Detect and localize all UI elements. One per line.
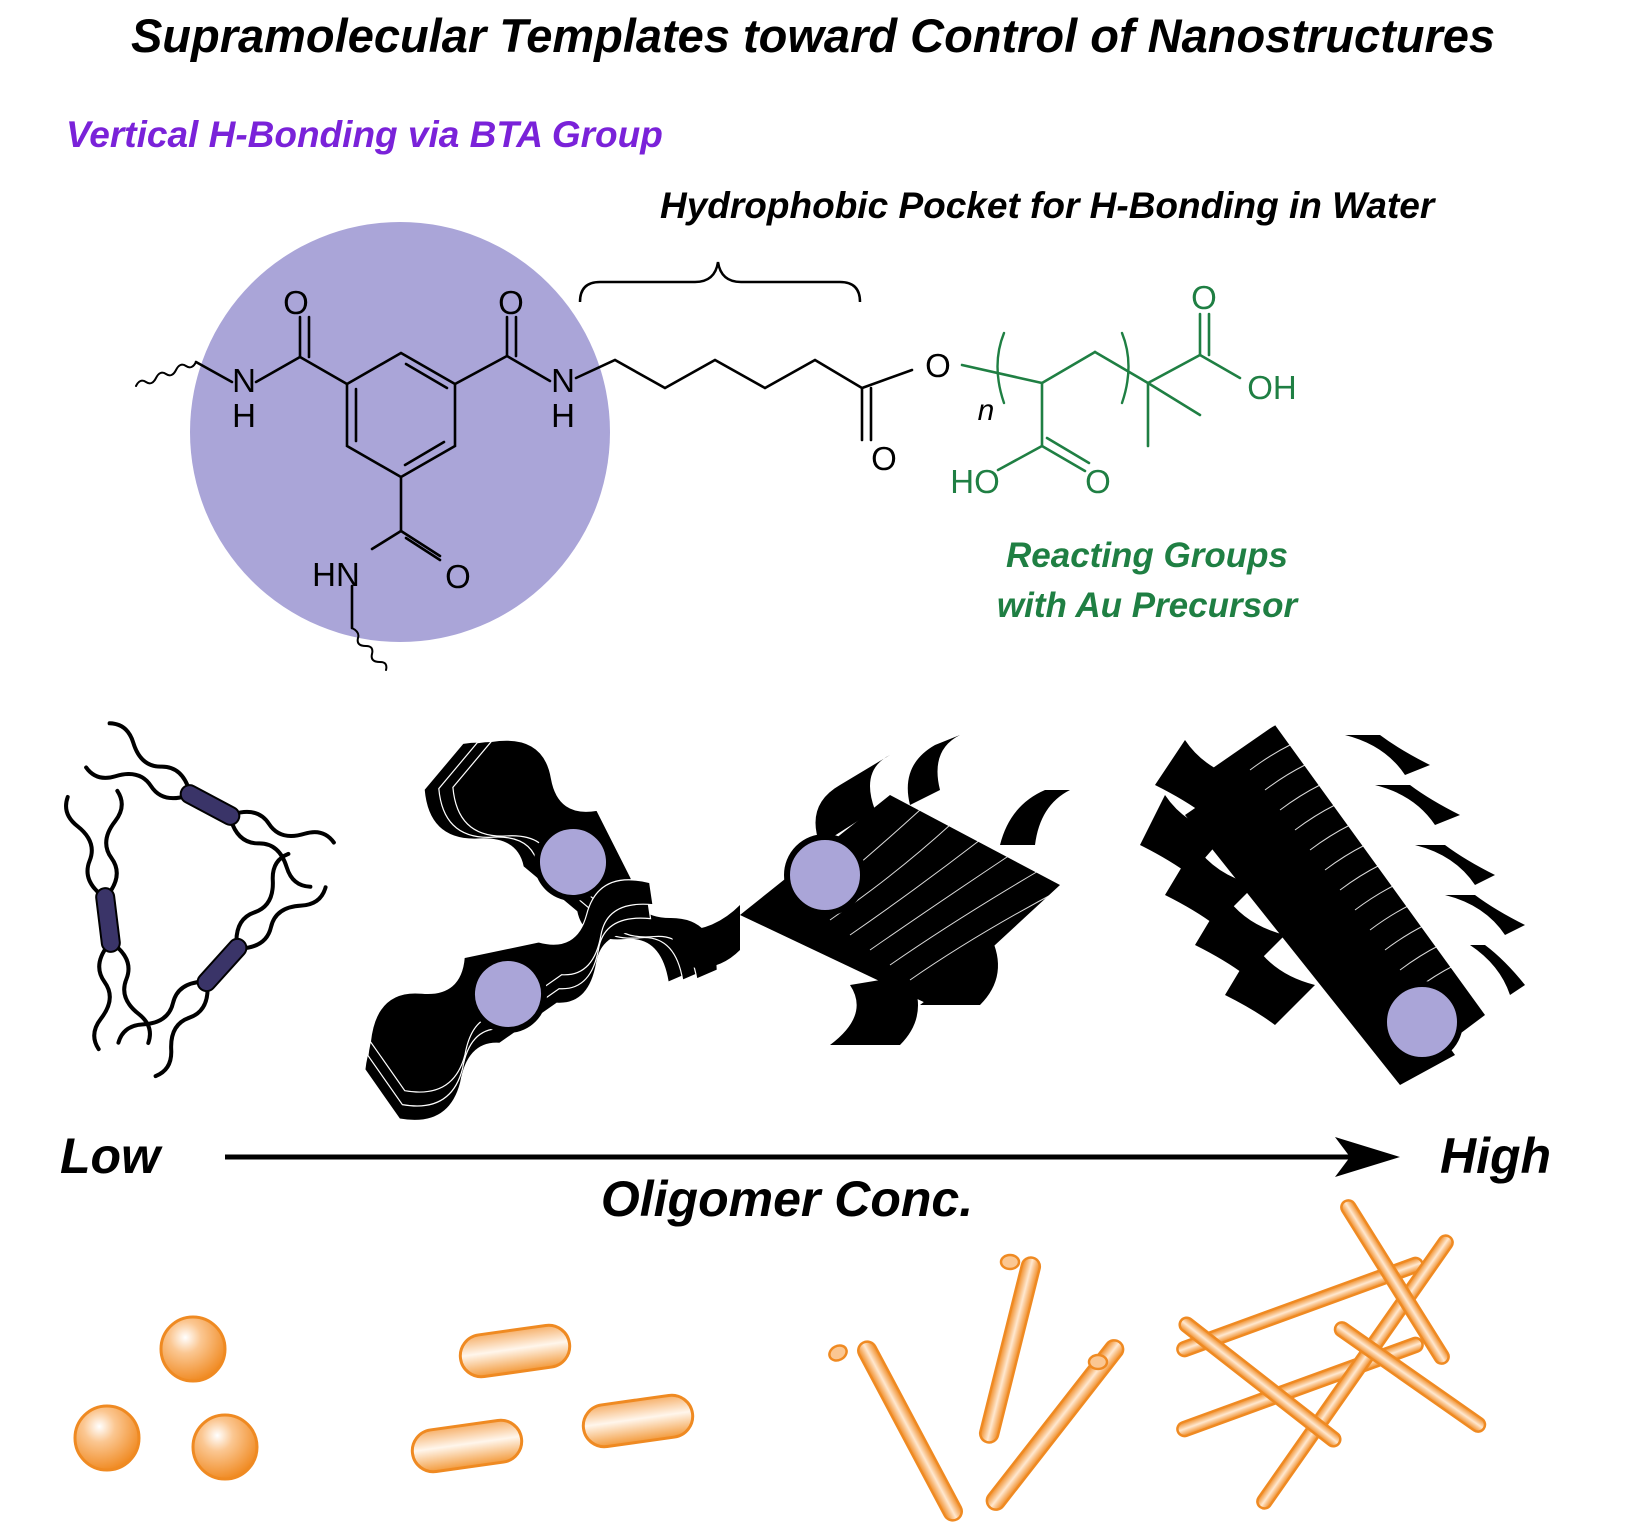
concentration-arrow-head <box>1335 1137 1400 1177</box>
reacting-groups-line2: with Au Precursor <box>997 586 1300 625</box>
gold-sphere <box>73 1404 141 1472</box>
atom-ho-bottom: HO <box>950 463 1000 500</box>
bta-structure <box>135 315 914 671</box>
atom-o-acid-bottom: O <box>1085 463 1111 500</box>
gold-network-wire <box>1178 1316 1342 1448</box>
atom-o-ester: O <box>925 347 951 384</box>
acrylic-acid-block <box>960 312 1242 473</box>
atom-labels-green: O OH HO O <box>950 279 1297 500</box>
atom-o-ester-carbonyl: O <box>871 440 897 477</box>
gold-network-wire <box>1340 1199 1450 1365</box>
nano-wires <box>828 1253 1125 1522</box>
atom-oh-right: OH <box>1247 369 1297 406</box>
atom-o-bottom: O <box>445 558 471 595</box>
nano-network <box>1176 1199 1487 1510</box>
gold-nanowire <box>978 1256 1042 1444</box>
reacting-groups-line1: Reacting Groups <box>1006 536 1288 575</box>
axis-label: Oligomer Conc. <box>601 1171 973 1227</box>
hydrophobic-pocket-label: Hydrophobic Pocket for H-Bonding in Wate… <box>660 185 1437 226</box>
atom-labels-black: O N H O N H HN O O O n <box>232 284 994 595</box>
gold-network-wire <box>1333 1321 1487 1433</box>
monomer-left <box>64 788 152 1052</box>
gold-sphere <box>191 1413 259 1481</box>
high-label: High <box>1440 1128 1551 1184</box>
gold-network-wire <box>1256 1234 1454 1510</box>
atom-o-right: O <box>498 284 524 321</box>
nano-spheres <box>73 1315 259 1481</box>
short-stack-lower <box>365 879 654 1120</box>
page-title: Supramolecular Templates toward Control … <box>131 9 1495 62</box>
bta-label: Vertical H-Bonding via BTA Group <box>66 114 663 155</box>
monomer-right <box>116 851 328 1079</box>
gold-rod <box>410 1418 524 1474</box>
stage-bundled-fiber <box>1140 724 1525 1085</box>
stage-longer-stack <box>670 735 1070 1045</box>
gold-nanowire <box>857 1340 963 1522</box>
gold-sphere <box>159 1315 227 1383</box>
monomer-top <box>84 721 336 889</box>
atom-n-right: N <box>551 362 575 399</box>
gold-rod <box>581 1393 695 1449</box>
atom-o-left: O <box>283 284 309 321</box>
repeat-n: n <box>978 394 995 427</box>
nano-rods <box>410 1323 695 1474</box>
bta-core-disc <box>190 222 610 642</box>
atom-o-acid-top: O <box>1191 279 1217 316</box>
gold-rod <box>458 1323 572 1379</box>
stage-short-stacks <box>365 739 718 1120</box>
atom-n-left: N <box>232 362 256 399</box>
stage-monomers <box>64 721 336 1079</box>
low-label: Low <box>60 1128 163 1184</box>
pocket-brace <box>578 261 862 303</box>
atom-hn-bottom: HN <box>312 556 360 593</box>
atom-h-right: H <box>551 397 575 434</box>
gold-nanowire <box>985 1339 1125 1511</box>
atom-h-left: H <box>232 397 256 434</box>
